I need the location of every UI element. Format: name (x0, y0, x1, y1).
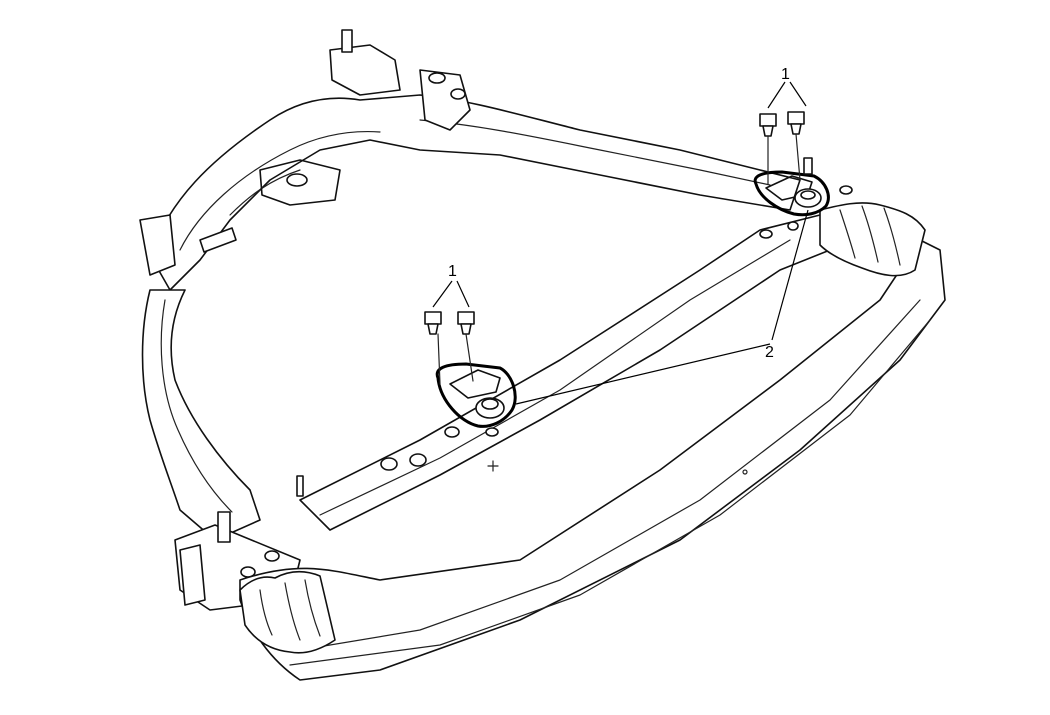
bolts-lower (424, 311, 475, 385)
callout-bolts-upper: 1 (781, 66, 790, 83)
leader-lines (432, 81, 809, 405)
engine-mount-front (435, 362, 517, 428)
rear-crossmember (139, 29, 801, 291)
left-side-rail (141, 289, 304, 611)
engine-mount-rear (753, 157, 853, 217)
callout-bolts-lower: 1 (448, 263, 457, 280)
front-crossmember (239, 202, 946, 681)
bolts-upper (759, 111, 805, 185)
callout-mounts: 2 (765, 344, 774, 361)
